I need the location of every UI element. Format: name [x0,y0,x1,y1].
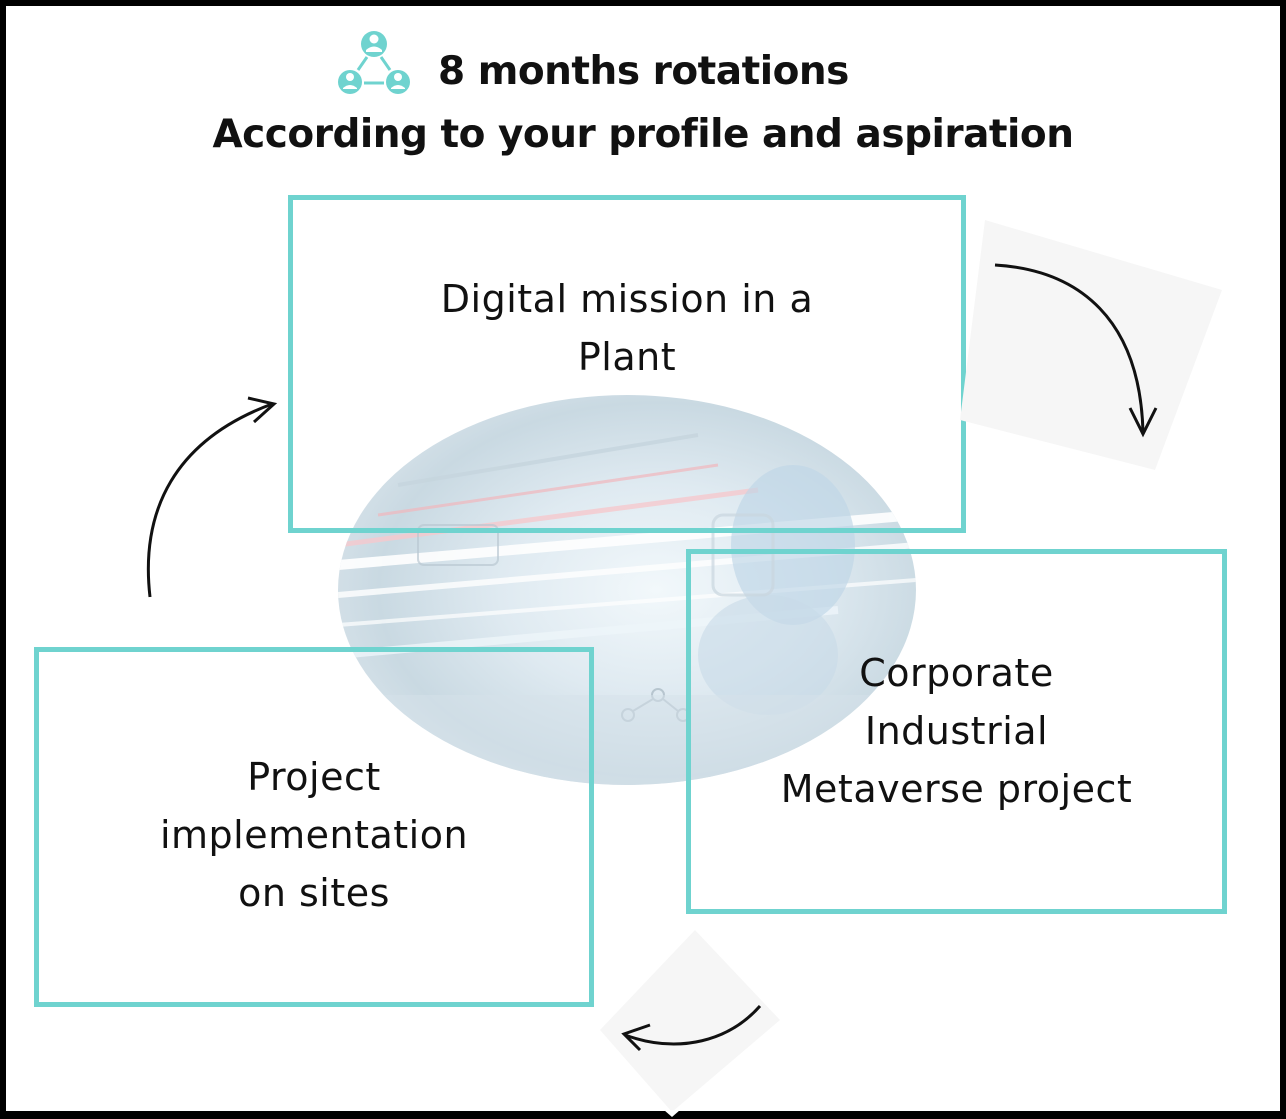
step-box-plant-mission: Digital mission in a Plant [288,195,966,533]
step-label-line: Plant [577,335,677,379]
step-label-line: implementation [159,813,469,857]
step-label-line: Corporate [859,651,1054,695]
team-network-icon [338,31,410,94]
technology-hero-image [338,395,916,785]
step-label-line: Industrial [864,709,1049,753]
header-title-row: 8 months rotations [336,26,849,96]
page-subtitle: According to your profile and aspiration [212,112,1075,157]
step-label-line: Metaverse project [780,767,1133,811]
step-label-line: on sites [238,871,390,915]
step-box-metaverse-project: Corporate Industrial Metaverse project [686,549,1227,914]
step-label-line: Project [247,755,381,799]
step-box-site-implementation: Project implementation on sites [34,647,594,1007]
step-label-line: Digital mission in a [440,277,814,321]
page-title: 8 months rotations [438,48,849,94]
